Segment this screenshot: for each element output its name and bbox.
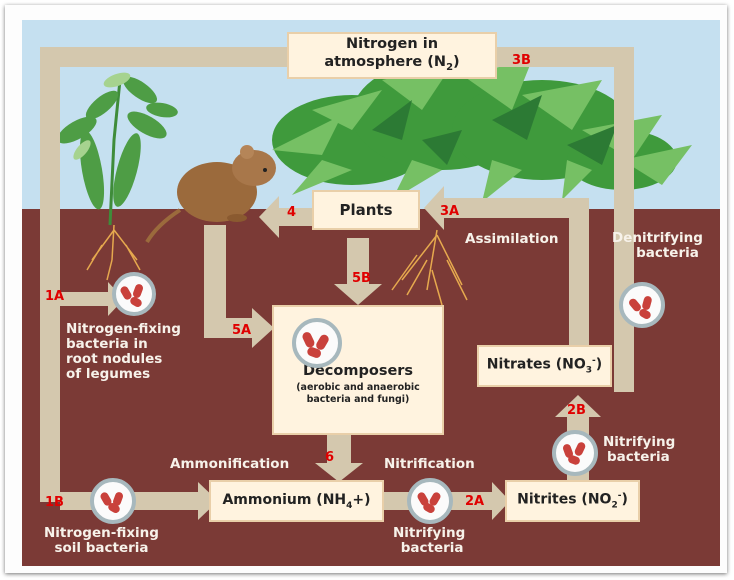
plants-box: Plants [312, 190, 420, 230]
ammonium-box: Ammonium (NH4+) [209, 480, 384, 522]
legume-plant-icon [57, 72, 178, 226]
ammonium-label: Ammonium (NH4+) [222, 491, 371, 511]
bacteria-cell-icon [292, 318, 342, 368]
bacteria-cell-icon [619, 282, 665, 328]
bacteria-cell-icon [407, 478, 453, 524]
step-1b: 1B [45, 495, 64, 510]
ammonification-label: Ammonification [170, 456, 290, 472]
step-2b: 2B [567, 403, 586, 418]
step-5b: 5B [352, 271, 371, 286]
decomposers-title: Decomposers [302, 363, 414, 379]
plants-label: Plants [339, 201, 393, 219]
nitrogen-cycle-diagram: Nitrogen in atmosphere (N2) Plants Decom… [22, 20, 720, 566]
atmosphere-box: Nitrogen in atmosphere (N2) [287, 32, 497, 79]
decomposers-subtitle-2: bacteria and fungi) [306, 394, 410, 405]
figure-frame: Nitrogen in atmosphere (N2) Plants Decom… [5, 5, 727, 573]
tree-roots [391, 229, 468, 306]
nitrites-box: Nitrites (NO2-) [505, 480, 640, 522]
step-1a: 1A [45, 289, 65, 304]
step-6: 6 [325, 450, 335, 465]
bacteria-cell-icon [90, 478, 136, 524]
atmosphere-line1: Nitrogen in [345, 35, 439, 52]
assimilation-label: Assimilation [465, 231, 559, 247]
bacteria-cell-icon [112, 272, 156, 316]
rodent-icon [145, 145, 276, 244]
step-3a: 3A [440, 204, 460, 219]
step-4: 4 [287, 205, 297, 220]
atmosphere-line2: atmosphere (N2) [324, 53, 460, 73]
legume-roots [86, 224, 141, 281]
nitrates-label: Nitrates (NO3-) [486, 356, 603, 376]
nitrites-label: Nitrites (NO2-) [517, 491, 628, 511]
bacteria-cell-icon [552, 430, 598, 476]
step-5a: 5A [232, 323, 252, 338]
decomposers-subtitle-1: (aerobic and anaerobic [296, 382, 420, 393]
nitrification-label: Nitrification [384, 456, 475, 472]
nitrates-box: Nitrates (NO3-) [477, 345, 612, 387]
step-2a: 2A [465, 494, 485, 509]
step-3b: 3B [512, 53, 531, 68]
